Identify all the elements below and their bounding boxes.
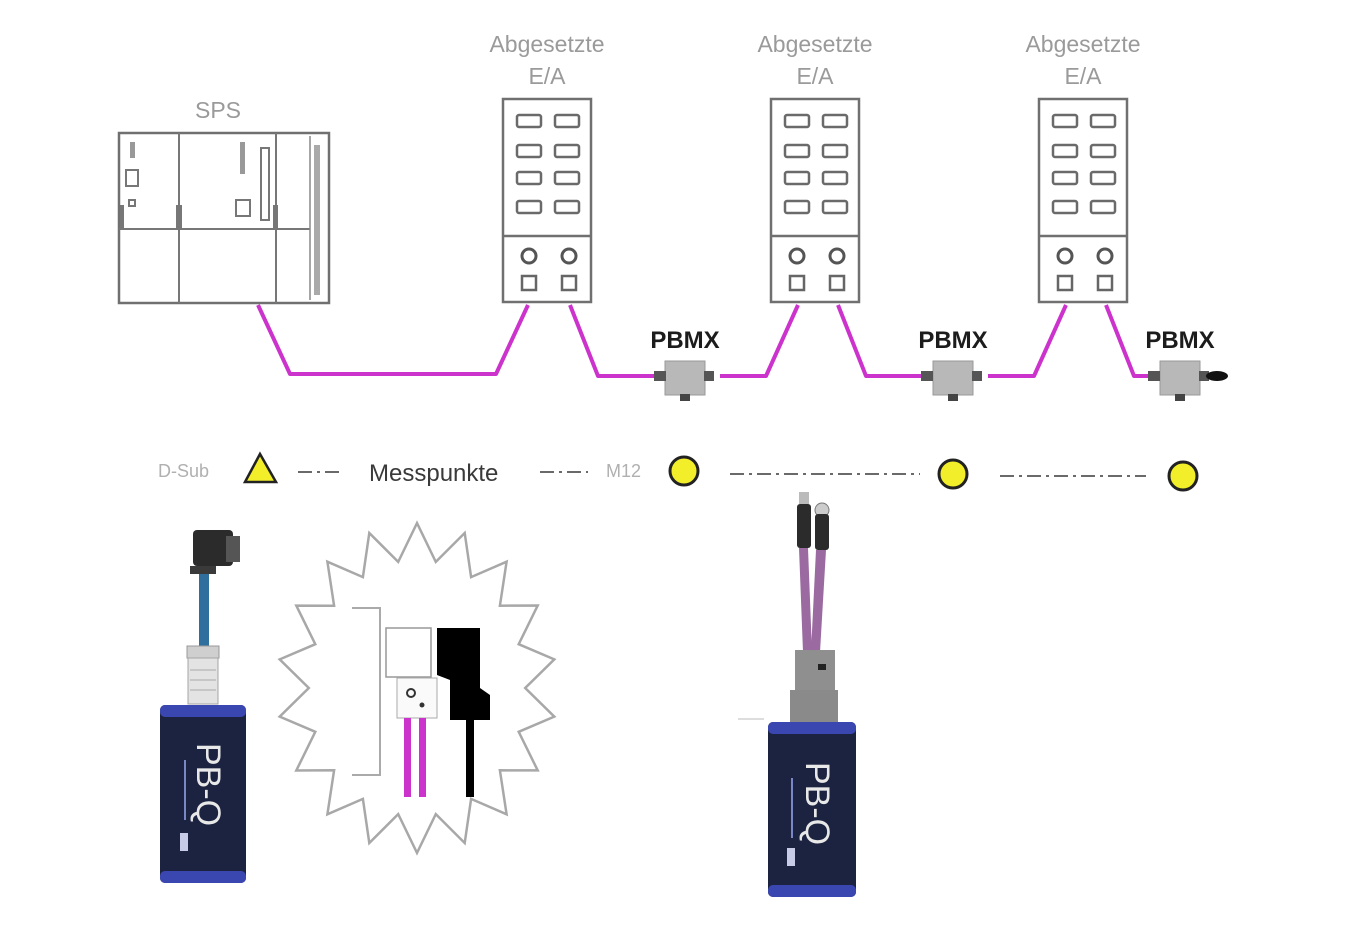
- measuring-points-row: D-Sub Messpunkte M12: [158, 451, 1199, 492]
- profibus-cable: [256, 304, 1150, 378]
- remote-io-label: Abgesetzte: [1025, 31, 1140, 57]
- terminator-icon: [1206, 371, 1228, 381]
- dsub-label: D-Sub: [158, 461, 209, 481]
- pbmx-tap-2: PBMX: [918, 327, 988, 401]
- pbq-brand-label: PB-Q: [798, 762, 836, 845]
- pbq-device-dsub: PB-Q: [160, 530, 246, 883]
- pbmx-tap-1: PBMX: [650, 327, 720, 401]
- connector-detail-starburst: [277, 520, 557, 856]
- plc-unit: SPS: [117, 97, 331, 305]
- measuring-points-label: Messpunkte: [369, 460, 498, 487]
- pbq-brand-label: PB-Q: [189, 743, 227, 826]
- remote-io-sublabel: E/A: [1064, 63, 1102, 89]
- remote-io-sublabel: E/A: [528, 63, 566, 89]
- remote-io-sublabel: E/A: [796, 63, 834, 89]
- pbq-device-m12: PB-Q: [738, 492, 856, 897]
- m12-circle-icon: [1167, 460, 1199, 492]
- pbmx-tap-3: PBMX: [1145, 327, 1228, 401]
- pbmx-label: PBMX: [918, 327, 987, 354]
- pbmx-label: PBMX: [1145, 327, 1214, 354]
- remote-io-label: Abgesetzte: [489, 31, 604, 57]
- m12-circle-icon: [937, 458, 969, 490]
- pbmx-label: PBMX: [650, 327, 719, 354]
- m12-label: M12: [606, 461, 641, 481]
- m12-circle-icon: [668, 455, 700, 487]
- plc-label: SPS: [195, 97, 241, 123]
- dsub-triangle-icon: [242, 451, 279, 484]
- remote-io-label: Abgesetzte: [757, 31, 872, 57]
